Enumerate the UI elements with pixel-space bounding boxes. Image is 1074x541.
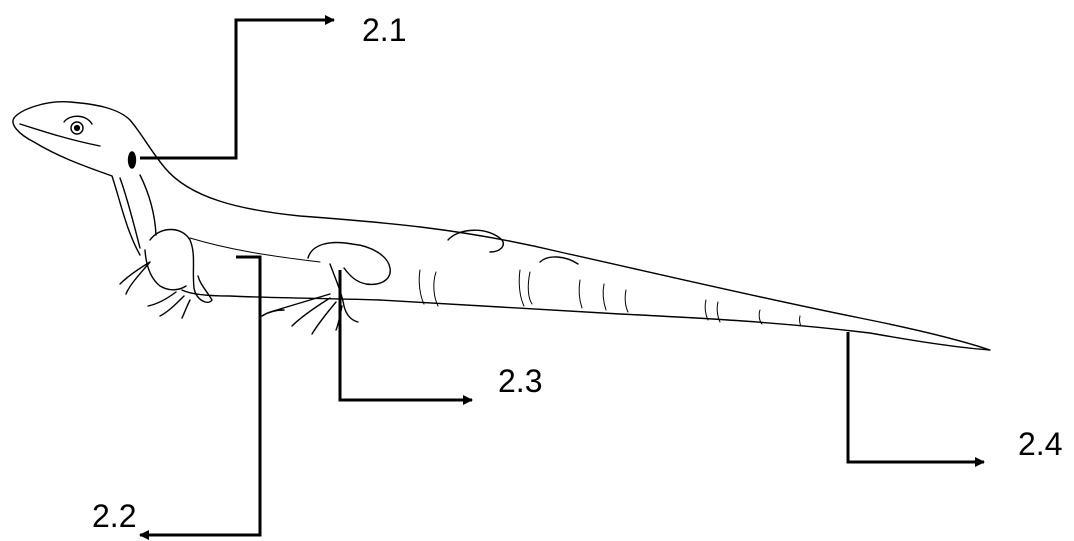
arrow-2-3 — [340, 270, 472, 400]
lizard-tail-rings — [419, 270, 801, 326]
lizard-jaw-outline — [13, 118, 140, 255]
label-2-2: 2.2 — [92, 500, 136, 532]
label-2-4: 2.4 — [1018, 428, 1062, 460]
lizard-back-bump-2 — [540, 257, 578, 264]
leader-lines — [140, 20, 984, 535]
lizard-mouth — [20, 124, 100, 146]
lizard-pupil — [75, 126, 80, 131]
lizard-neck-fold — [140, 175, 156, 235]
label-2-1: 2.1 — [362, 14, 406, 46]
lizard-hind-foot — [262, 294, 342, 334]
label-2-3: 2.3 — [498, 365, 542, 397]
lizard-front-foot — [120, 262, 190, 318]
lizard-front-arm — [145, 250, 186, 290]
lizard-illustration — [13, 102, 990, 350]
lizard-hind-thigh — [308, 243, 390, 285]
arrow-2-1 — [140, 20, 334, 158]
lizard-back-bump — [448, 230, 503, 252]
lizard-eye-ridge — [64, 116, 92, 124]
lizard-hind-leg — [330, 264, 358, 322]
lizard-front-leg — [150, 230, 212, 303]
lizard-ear — [129, 152, 136, 168]
arrow-2-4 — [848, 332, 984, 462]
lizard-body-outline — [14, 102, 990, 350]
